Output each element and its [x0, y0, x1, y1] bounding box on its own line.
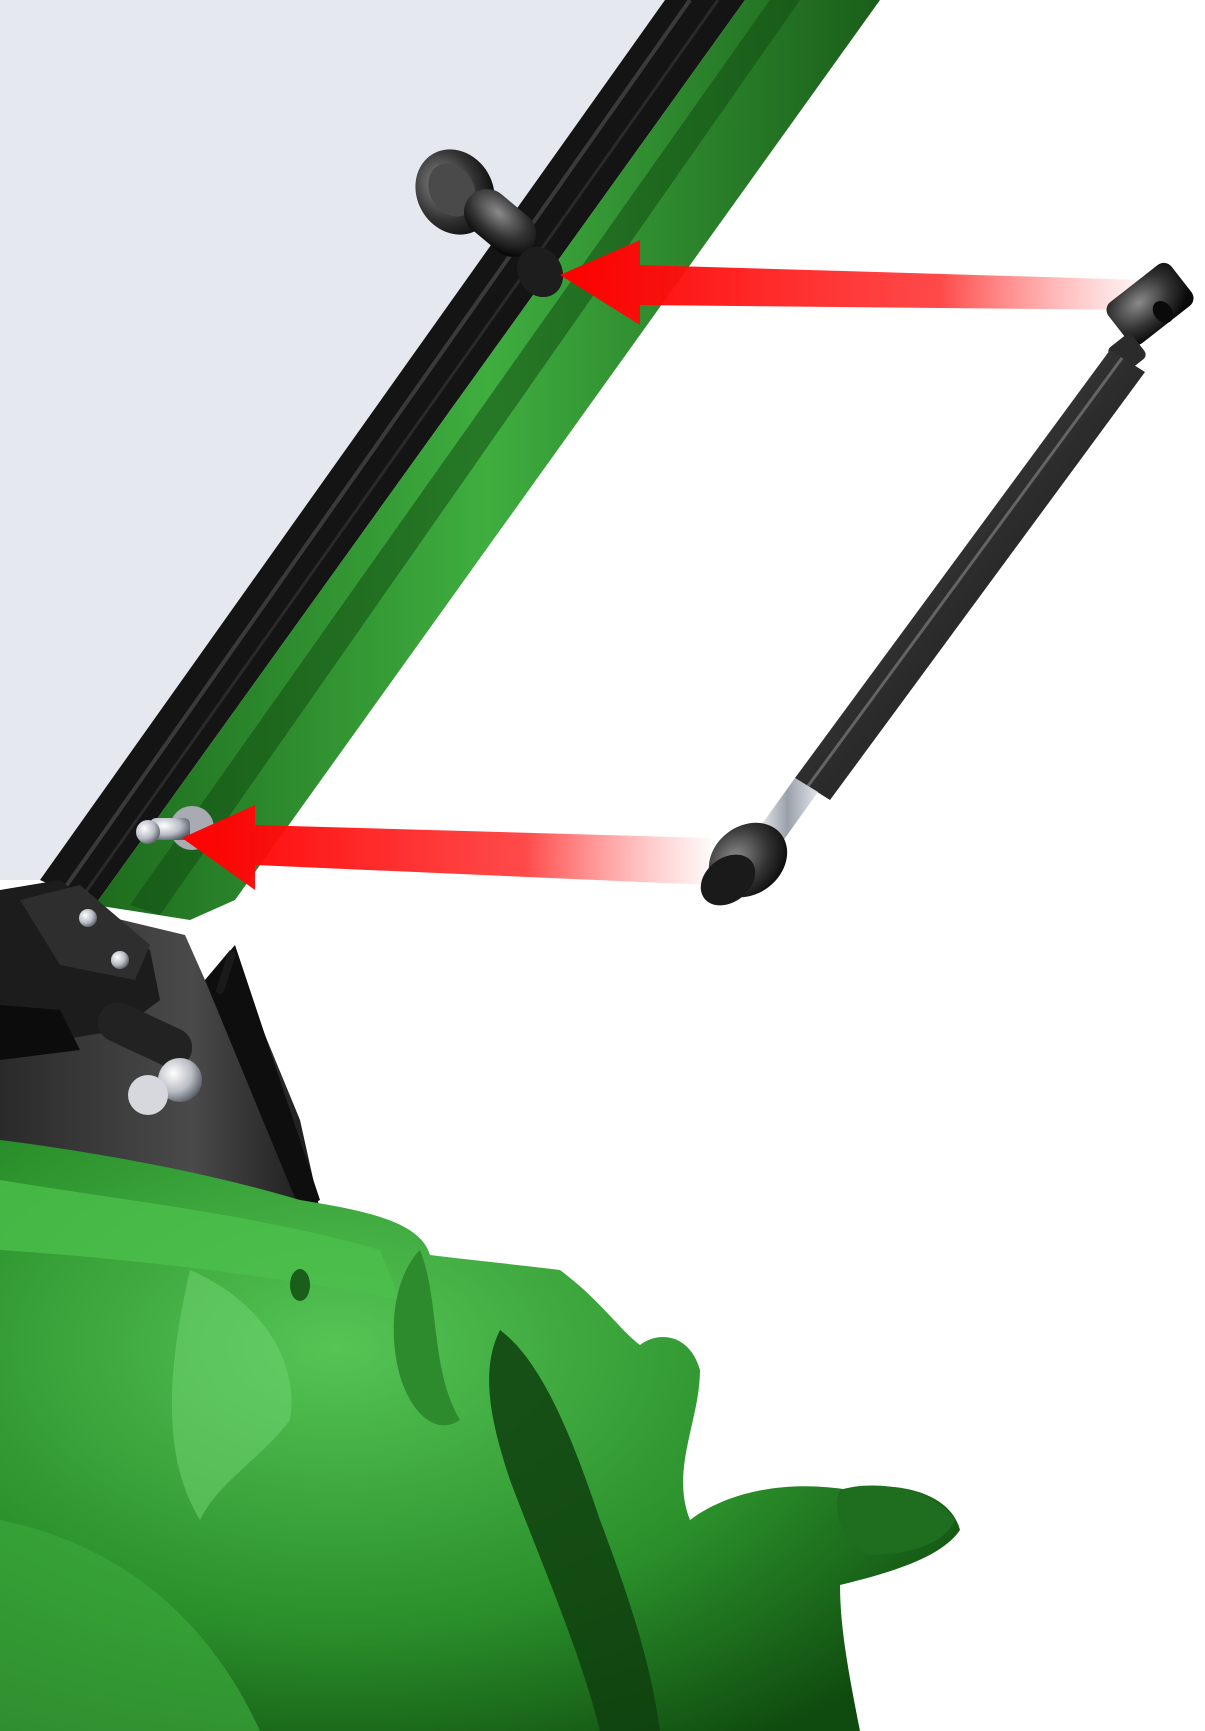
upper-ball-stud	[415, 149, 564, 298]
seal-highlight	[60, 0, 692, 894]
machine-body	[0, 1140, 960, 1731]
gas-strut-lower-end	[700, 822, 788, 906]
bracket-edge	[205, 945, 320, 1210]
cab-frame-shadow	[130, 0, 800, 915]
arrow-upper	[560, 240, 1145, 325]
gas-strut-cylinder	[795, 350, 1145, 800]
gas-strut	[700, 262, 1194, 906]
windshield-frame-seal	[40, 0, 745, 905]
arrow-lower	[182, 805, 710, 890]
bracket-slot	[216, 950, 236, 995]
hinge-assembly	[0, 880, 202, 1115]
seal-groove	[78, 0, 720, 901]
